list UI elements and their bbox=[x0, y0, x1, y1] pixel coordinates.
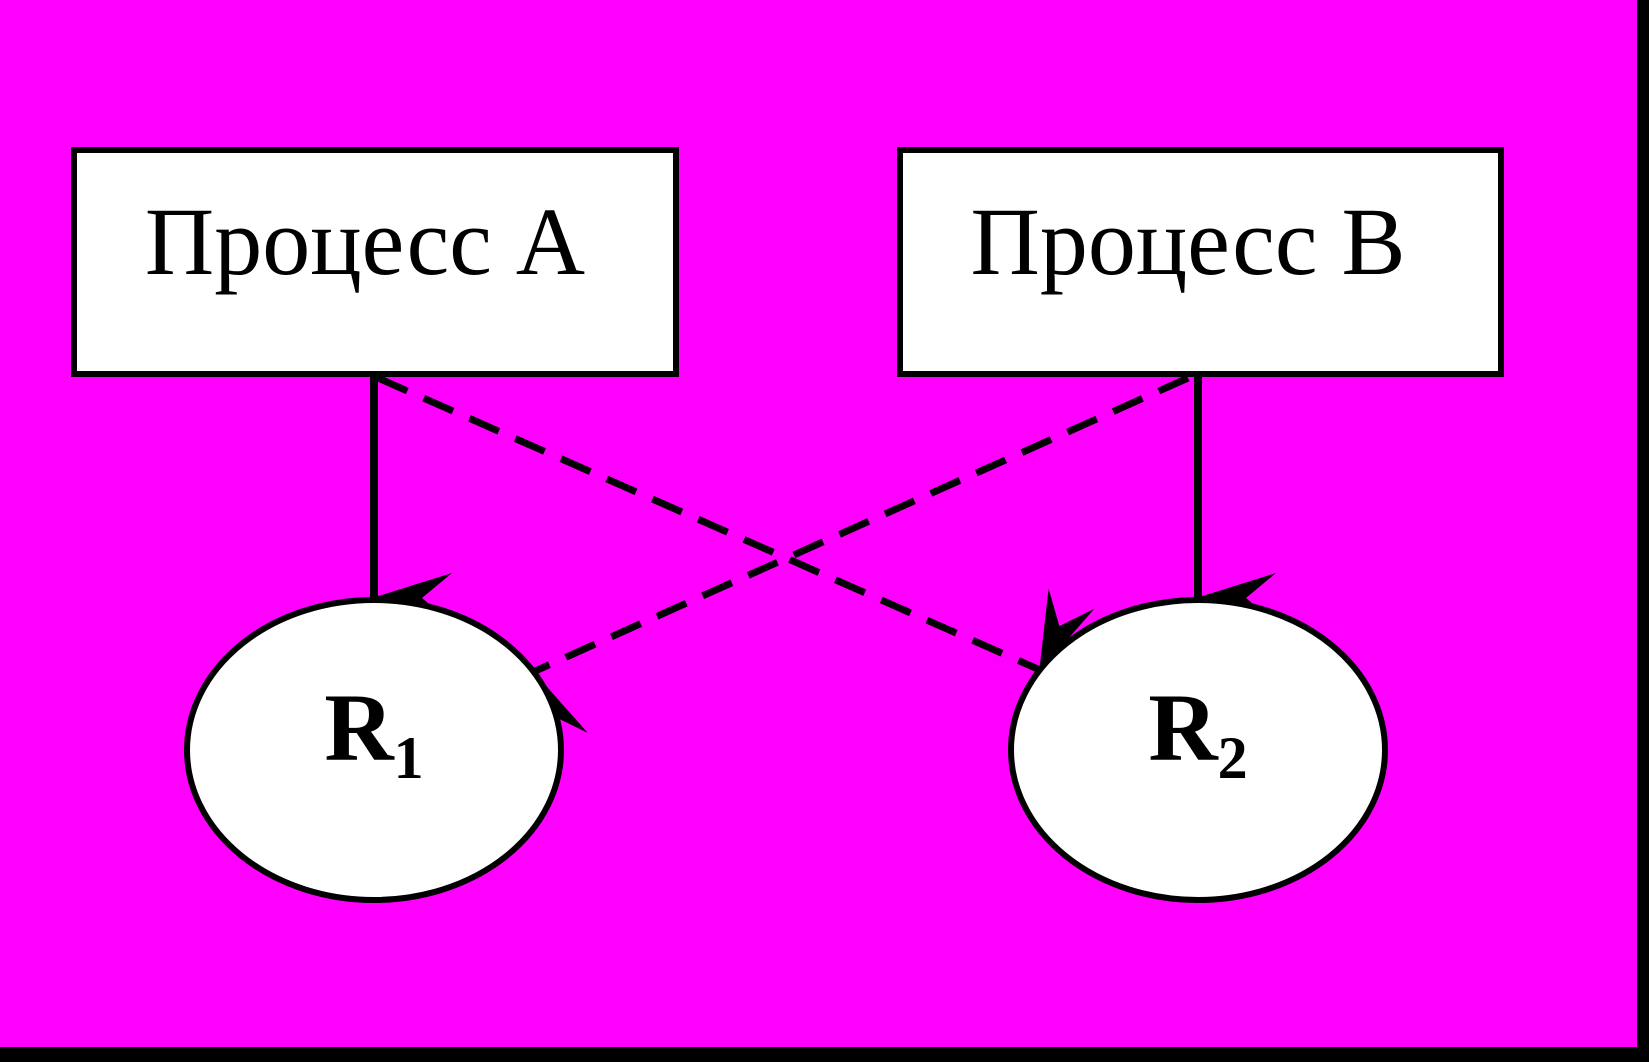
edge-a-to-r2-dashed bbox=[376, 374, 1095, 674]
process-a-label: Процесс A bbox=[145, 188, 585, 295]
resource-r2-label: R2 bbox=[1148, 674, 1247, 791]
edge-b-to-r1-dashed bbox=[531, 374, 1190, 754]
resource-r2-node: R2 bbox=[1008, 597, 1388, 903]
frame-right bbox=[1637, 0, 1649, 1057]
resource-r1-label: R1 bbox=[324, 674, 423, 791]
process-a-box: Процесс A bbox=[71, 147, 679, 377]
process-b-label: Процесс B bbox=[971, 188, 1406, 295]
process-b-box: Процесс B bbox=[897, 147, 1504, 377]
resource-r1-node: R1 bbox=[184, 597, 564, 903]
frame-bottom bbox=[0, 1047, 1649, 1057]
